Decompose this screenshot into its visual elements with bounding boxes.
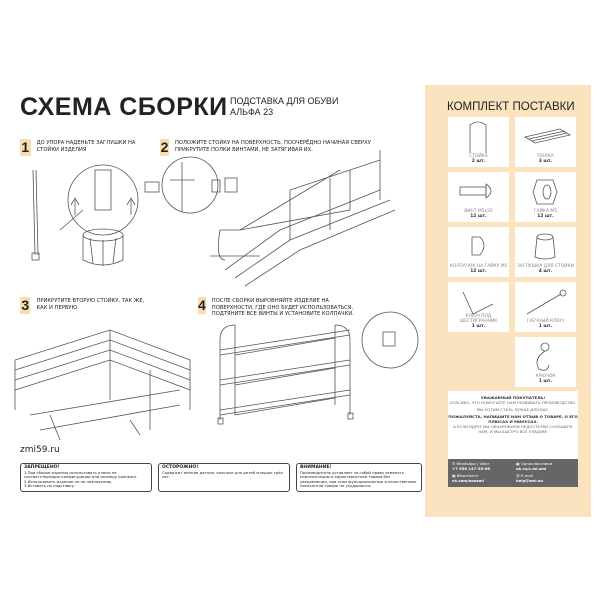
kit-item-name: ВИНТ М5х20 (464, 209, 493, 214)
note-title: ВНИМАНИЕ! (300, 465, 332, 470)
kit-item-qty: 1 шт. (471, 324, 486, 329)
step-text: до упора наденьте заглушки на стойки изд… (36, 140, 136, 153)
step-3: 3 прикрутите вторую стойку, так же, как … (20, 297, 150, 314)
contact-vk-link[interactable]: vk.com/ooozmi (452, 477, 484, 483)
step-1: 1 до упора наденьте заглушки на стойки и… (20, 139, 150, 156)
contact-label: ВКонтакте (456, 473, 479, 478)
note-line: Производитель оставляет за собой право и… (300, 469, 417, 489)
contact-email-link[interactable]: help@zmi.su (516, 477, 543, 483)
odnoklassniki-icon: ▣ (516, 461, 521, 466)
kit-title: КОМПЛЕКТ ПОСТАВКИ (447, 101, 575, 113)
contact-phone[interactable]: +7 958 147-35-06 (452, 465, 491, 471)
step-3-illustration (14, 329, 191, 441)
kit-item-name: ГАЙКА М5 (533, 209, 558, 214)
contact-label: Одноклассники (520, 461, 553, 466)
hex-key-icon (462, 291, 494, 315)
wrench-icon (526, 289, 567, 315)
contact-label: E-mail (521, 473, 533, 478)
contacts-band: ✆ WhatsApp | Viber +7 958 147-35-06 ▣ Од… (448, 459, 578, 487)
warning-forbidden: ЗАПРЕЩЕНО! 1.При сборке изделия использо… (20, 463, 152, 492)
kit-item-qty: 4 шт. (538, 269, 553, 274)
kit-item-qty: 2 шт. (471, 159, 486, 164)
subtitle-line: АЛЬФА 23 (230, 107, 274, 117)
info-text: ПОЖАЛУЙСТА, НАПИШИТЕ НАМ ОТЗЫВ О ТОВАРЕ,… (448, 414, 578, 424)
step-number: 3 (20, 297, 31, 314)
kit-item-name: СТОЙКА (469, 154, 488, 159)
note-line: 1.При сборке изделия использовать ключи … (24, 469, 138, 480)
shelf-icon (523, 128, 572, 144)
cap-icon (471, 236, 485, 256)
info-text: СПАСИБО, ЧТО ПОМОГАЕТЕ НАМ РАЗВИВАТЬ ПРО… (449, 400, 577, 405)
step-1-illustration (31, 164, 139, 266)
plug-icon (534, 233, 556, 260)
website-link[interactable]: zmi59.ru (20, 445, 60, 455)
kit-item-qty: 1 шт. (538, 379, 553, 384)
kit-item-qty: 12 шт. (470, 214, 487, 219)
step-2-illustration (144, 150, 396, 287)
step-number: 1 (20, 139, 31, 156)
note-title: ОСТОРОЖНО! (162, 465, 199, 470)
customer-info-card: УВАЖАЕМЫЙ ПОКУПАТЕЛЬ! СПАСИБО, ЧТО ПОМОГ… (448, 391, 578, 487)
note-title: ЗАПРЕЩЕНО! (24, 465, 60, 470)
email-icon: @ (516, 473, 522, 478)
kit-item-name: ГАЕЧНЫЙ КЛЮЧ (526, 319, 565, 324)
kit-item-name: ЗАГЛУШКА ДЛЯ СТОЙКИ (517, 264, 574, 269)
info-text: А ЕСЛИ ВДРУГ ВЫ ОБНАРУЖИЛИ НЕДОСТАТКИ СО… (453, 424, 573, 434)
nut-icon (532, 179, 558, 205)
step-number: 2 (160, 139, 169, 156)
subtitle-line: ПОДСТАВКА ДЛЯ ОБУВИ (230, 96, 339, 106)
kit-item-qty: 12 шт. (470, 269, 487, 274)
whatsapp-icon: ✆ (452, 461, 457, 466)
note-line: 3.Вставать на подставку. (24, 483, 76, 489)
kit-item-name: ПОЛКА (537, 154, 554, 159)
step-text: положите стойку на поверхность, поочерёд… (174, 140, 371, 153)
info-text: МЫ ХОТИМ СТАТЬ ЛУЧШЕ ДЛЯ ВАС. (476, 407, 550, 412)
kit-item-name: КЛЮЧ ПОД ШЕСТИГРАННИК (459, 314, 498, 324)
step-text: после сборки выровняйте изделие на повер… (211, 298, 354, 317)
kit-item-qty: 12 шт. (537, 214, 554, 219)
kit-item-name: КОЛПАЧОК НА ГАЙКУ М5 (449, 264, 508, 269)
note-line: 2.Использовать изделие не по назначению. (24, 478, 113, 484)
step-2: 2 положите стойку на поверхность, поочер… (160, 139, 390, 156)
screw-icon (459, 183, 492, 199)
step-4: 4 после сборки выровняйте изделие на пов… (198, 297, 368, 318)
step-text: прикрутите вторую стойку, так же, как и … (36, 298, 145, 311)
warning-caution: ОСТОРОЖНО! Содержит мелкие детали, опасн… (158, 463, 290, 492)
kit-item-name: КРЮЧОК (535, 374, 556, 379)
note-line: Содержит мелкие детали, опасные для дете… (162, 469, 283, 480)
contact-label: WhatsApp | Viber (456, 461, 490, 466)
info-heading: УВАЖАЕМЫЙ ПОКУПАТЕЛЬ! (480, 395, 546, 400)
warning-attention: ВНИМАНИЕ! Производитель оставляет за соб… (296, 463, 422, 492)
kit-item-qty: 3 шт. (538, 159, 553, 164)
kit-item-qty: 1 шт. (538, 324, 553, 329)
vk-icon: ▣ (452, 473, 457, 478)
contact-ok-link[interactable]: ok.ru/z.mi.zmi (516, 465, 547, 471)
rack-post-icon (469, 121, 487, 153)
step-number: 4 (198, 297, 206, 314)
hook-icon (536, 342, 550, 371)
step-4-illustration (217, 311, 419, 425)
product-subtitle: ПОДСТАВКА ДЛЯ ОБУВИ АЛЬФА 23 (230, 96, 338, 118)
page-title: СХЕМА СБОРКИ (20, 93, 228, 121)
